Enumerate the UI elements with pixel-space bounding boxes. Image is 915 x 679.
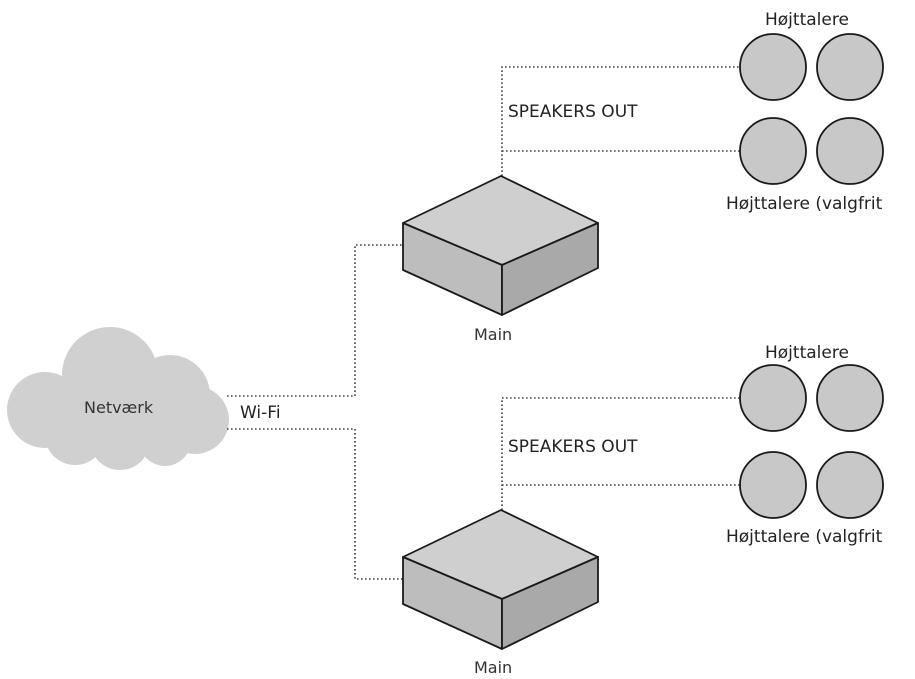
speakers-out-label: SPEAKERS OUT (508, 102, 638, 122)
unit-name-label: Main (474, 658, 512, 677)
optional-speakers-label: Højttalere (valgfrit (726, 527, 883, 547)
speaker-icon (816, 33, 884, 101)
speakers-out-line-top-1 (501, 66, 740, 176)
optional-speaker-icon (816, 451, 884, 519)
optional-speaker-icon (739, 451, 807, 519)
speakers-label: Højttalere (765, 10, 849, 30)
speaker-icon (739, 364, 807, 432)
optional-speakers-label: Højttalere (valgfrit (726, 194, 883, 214)
wifi-connection-bottom (227, 428, 403, 580)
wifi-label: Wi-Fi (240, 403, 281, 423)
speaker-icon (816, 364, 884, 432)
network-label: Netværk (84, 398, 154, 417)
receiver-box-icon (402, 509, 599, 650)
network-cloud-icon (7, 327, 229, 470)
speakers-label: Højttalere (765, 343, 849, 363)
unit-top: Main SPEAKERS OUT Højttalere Højttalere … (402, 10, 884, 344)
unit-name-label: Main (474, 325, 512, 344)
speaker-icon (739, 33, 807, 101)
optional-speaker-icon (816, 117, 884, 185)
wifi-connection-top (227, 244, 403, 397)
receiver-box-icon (402, 175, 599, 316)
speakers-out-label: SPEAKERS OUT (508, 437, 638, 457)
unit-bottom: Main SPEAKERS OUT Højttalere Højttalere … (402, 343, 884, 677)
optional-speaker-icon (739, 117, 807, 185)
speakers-out-line-bottom-1 (501, 397, 740, 510)
